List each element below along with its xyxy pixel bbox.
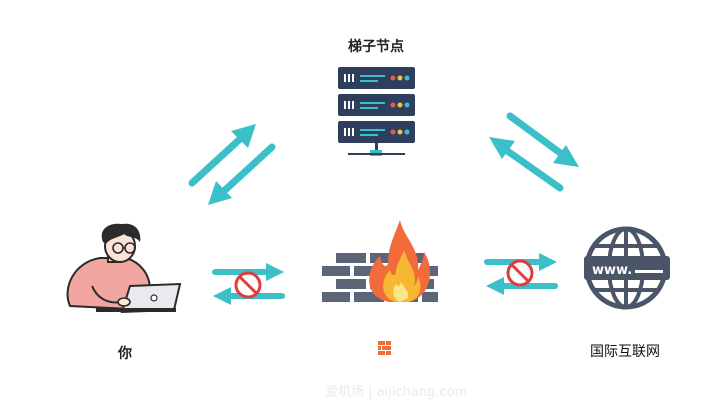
- arrows-left-blocked: [212, 263, 285, 305]
- brick-icon: [378, 341, 391, 355]
- ladder-node-label: 梯子节点: [348, 39, 404, 55]
- watermark: 爱机场 | aijichang.com: [325, 385, 468, 400]
- arrows-right-blocked: [484, 253, 558, 295]
- no-entry-icon: [234, 271, 262, 299]
- no-entry-icon: [506, 259, 534, 287]
- firewall-icon: [322, 220, 438, 302]
- svg-text:www.: www.: [592, 263, 632, 278]
- server-rack-icon: [338, 67, 415, 156]
- you-label: 你: [118, 346, 132, 362]
- arrows-left-diagonal: [188, 124, 276, 205]
- person-with-laptop-icon: [66, 223, 182, 314]
- globe-www-icon: www.: [584, 226, 670, 310]
- arrows-right-diagonal: [489, 112, 579, 192]
- internet-label: 国际互联网: [590, 344, 660, 360]
